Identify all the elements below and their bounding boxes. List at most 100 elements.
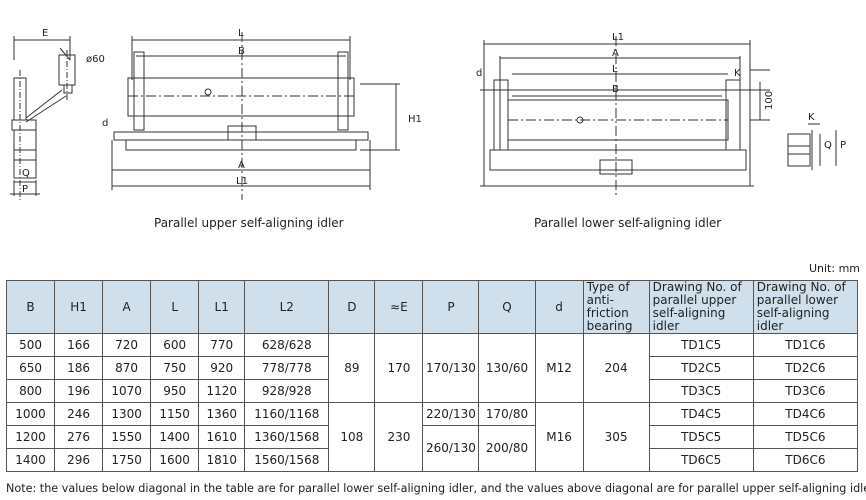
cell-L2: 1360/1568: [244, 425, 330, 449]
label-lower-L: L: [612, 64, 618, 75]
cell-Q-group1: 130/60: [478, 333, 536, 403]
label-lower-Q: Q: [824, 140, 832, 151]
lower-shaft-detail: [787, 123, 837, 170]
cell-B: 1400: [5, 448, 56, 472]
label-lower-Ka: K: [808, 112, 815, 123]
cell-L: 600: [150, 333, 200, 357]
label-H1: H1: [408, 114, 422, 125]
cell-upper-drawing: TD2C5: [648, 356, 754, 380]
cell-L1: 1120: [198, 379, 246, 403]
cell-L2: 628/628: [244, 333, 330, 357]
cell-D-group1: 89: [328, 333, 376, 403]
label-lower-100: 100: [764, 91, 775, 110]
upper-side-view: [10, 36, 76, 200]
label-lower-B: B: [612, 84, 619, 95]
cell-A: 1300: [102, 402, 152, 426]
label-B: B: [238, 46, 245, 57]
cell-H1: 186: [54, 356, 104, 380]
table-row: 800 196 1070 950 1120 928/928 TD3C5 TD3C…: [5, 379, 859, 403]
label-lower-A: A: [612, 48, 619, 59]
upper-front-view: [111, 32, 400, 200]
cell-L: 750: [150, 356, 200, 380]
cell-A: 870: [102, 356, 152, 380]
spec-table: B H1 A L L1 L2 D ≈E P Q d Type of anti-f…: [5, 280, 859, 472]
cell-Q-group2b: 200/80: [478, 425, 536, 472]
cell-lower-drawing: TD5C6: [752, 425, 859, 449]
label-d: d: [102, 118, 108, 129]
cell-lower-drawing: TD2C6: [752, 356, 859, 380]
cell-lower-drawing: TD6C6: [752, 448, 859, 472]
cell-upper-drawing: TD5C5: [648, 425, 754, 449]
cell-H1: 276: [54, 425, 104, 449]
cell-L: 1400: [150, 425, 200, 449]
cell-B: 650: [5, 356, 56, 380]
header-A: A: [102, 280, 152, 334]
cell-E-group1: 170: [374, 333, 424, 403]
label-dia60: ø60: [86, 54, 105, 65]
caption-upper-idler: Parallel upper self-aligning idler: [154, 216, 344, 230]
header-Q: Q: [478, 280, 536, 334]
cell-H1: 166: [54, 333, 104, 357]
cell-upper-drawing: TD1C5: [648, 333, 754, 357]
table-header-row: B H1 A L L1 L2 D ≈E P Q d Type of anti-f…: [5, 280, 859, 334]
label-L: L: [238, 28, 244, 39]
lower-front-view: [480, 36, 770, 196]
table-row: 1400 296 1750 1600 1810 1560/1568 TD6C5 …: [5, 448, 859, 472]
header-bearing: Type of anti-friction bearing: [582, 280, 650, 334]
header-B: B: [5, 280, 56, 334]
cell-L1: 920: [198, 356, 246, 380]
cell-H1: 296: [54, 448, 104, 472]
cell-L2: 1160/1168: [244, 402, 330, 426]
cell-D-group2: 108: [328, 402, 376, 472]
header-L: L: [150, 280, 200, 334]
cell-A: 1070: [102, 379, 152, 403]
cell-lower-drawing: TD4C6: [752, 402, 859, 426]
cell-B: 800: [5, 379, 56, 403]
table-row: 1000 246 1300 1150 1360 1160/1168 108 23…: [5, 402, 859, 472]
cell-d-group2: M16: [534, 402, 584, 472]
header-D: D: [328, 280, 376, 334]
cell-B: 500: [5, 333, 56, 357]
cell-L1: 1810: [198, 448, 246, 472]
cell-L1: 770: [198, 333, 246, 357]
label-lower-P: P: [840, 140, 846, 151]
cell-L: 1150: [150, 402, 200, 426]
label-lower-d: d: [476, 68, 482, 79]
cell-L1: 1610: [198, 425, 246, 449]
header-L1: L1: [198, 280, 246, 334]
header-H1: H1: [54, 280, 104, 334]
cell-upper-drawing: TD3C5: [648, 379, 754, 403]
cell-A: 720: [102, 333, 152, 357]
cell-L1: 1360: [198, 402, 246, 426]
label-Q: Q: [22, 168, 30, 179]
header-P: P: [422, 280, 480, 334]
cell-d-group1: M12: [534, 333, 584, 403]
table-row: 1200 276 1550 1400 1610 1360/1568 260/13…: [5, 425, 859, 472]
cell-upper-drawing: TD6C5: [648, 448, 754, 472]
header-d: d: [534, 280, 584, 334]
cell-lower-drawing: TD1C6: [752, 333, 859, 357]
cell-L2: 1560/1568: [244, 448, 330, 472]
header-L2: L2: [244, 280, 330, 334]
cell-E-group2: 230: [374, 402, 424, 472]
table-row: 500 166 720 600 770 628/628 89 170 170/1…: [5, 333, 859, 403]
header-lower-drawing: Drawing No. of parallel lower self-align…: [752, 280, 859, 334]
cell-A: 1550: [102, 425, 152, 449]
cell-L: 950: [150, 379, 200, 403]
technical-drawings: E ø60 L B H1 d A L1 Q P L1 A L d K B 100…: [10, 28, 846, 200]
label-E: E: [42, 28, 48, 39]
cell-H1: 246: [54, 402, 104, 426]
label-A: A: [238, 160, 245, 171]
cell-P-group2b: 260/130: [422, 425, 480, 472]
cell-L: 1600: [150, 448, 200, 472]
header-upper-drawing: Drawing No. of parallel upper self-align…: [648, 280, 754, 334]
cell-P-group2a: 220/130: [422, 402, 480, 426]
cell-lower-drawing: TD3C6: [752, 379, 859, 403]
header-E: ≈E: [374, 280, 424, 334]
footnote: Note: the values below diagonal in the t…: [6, 482, 866, 495]
label-lower-K: K: [734, 68, 741, 79]
cell-bearing-group2: 305: [582, 402, 650, 472]
unit-label: Unit: mm: [808, 262, 860, 275]
label-lower-L1: L1: [612, 32, 624, 43]
cell-L2: 928/928: [244, 379, 330, 403]
